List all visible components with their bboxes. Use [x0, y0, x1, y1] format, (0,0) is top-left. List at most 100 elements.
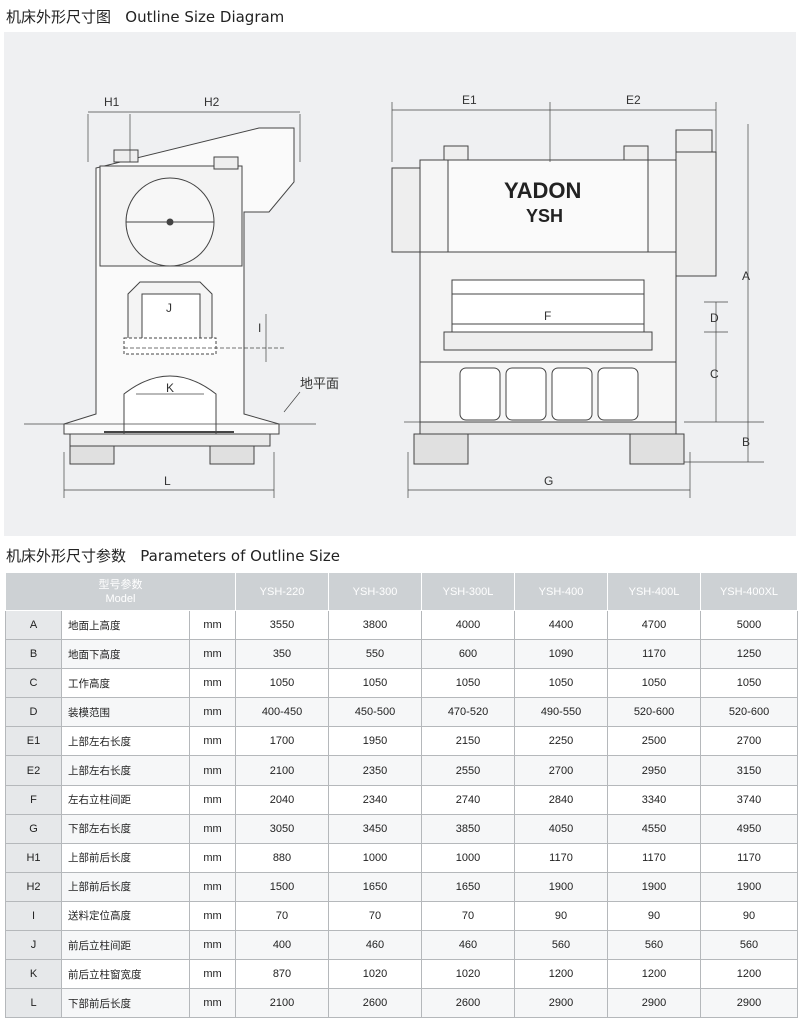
param-value: 3550	[235, 609, 329, 641]
param-code: K	[5, 959, 62, 990]
param-value: 3340	[607, 784, 701, 815]
param-name: 地面下高度	[61, 639, 190, 670]
model-column-header: YSH-300L	[421, 572, 515, 611]
label-d: D	[710, 311, 719, 325]
model-column-header: YSH-400L	[607, 572, 701, 611]
param-unit: mm	[189, 842, 236, 873]
param-unit: mm	[189, 609, 236, 641]
param-unit: mm	[189, 726, 236, 757]
model-column-header: YSH-400XL	[700, 572, 798, 611]
param-value: 1200	[700, 959, 798, 990]
param-value: 1900	[607, 871, 701, 902]
param-value: 1170	[514, 842, 608, 873]
param-value: 1900	[514, 871, 608, 902]
param-value: 2350	[328, 755, 422, 786]
param-value: 400	[235, 930, 329, 961]
param-value: 2250	[514, 726, 608, 757]
param-unit: mm	[189, 784, 236, 815]
label-g: G	[544, 474, 553, 488]
model-column-header: YSH-400	[514, 572, 608, 611]
param-value: 1050	[421, 668, 515, 699]
label-e2: E2	[626, 93, 641, 107]
param-value: 4700	[607, 609, 701, 641]
param-value: 70	[421, 900, 515, 932]
param-value: 550	[328, 639, 422, 670]
param-value: 520-600	[607, 697, 701, 728]
param-value: 2700	[514, 755, 608, 786]
side-view	[24, 111, 316, 498]
param-value: 90	[607, 900, 701, 932]
param-value: 2550	[421, 755, 515, 786]
param-value: 1170	[607, 639, 701, 670]
param-unit: mm	[189, 930, 236, 961]
param-value: 2150	[421, 726, 515, 757]
param-unit: mm	[189, 871, 236, 902]
param-code: C	[5, 668, 62, 699]
param-value: 1000	[328, 842, 422, 873]
param-value: 3850	[421, 813, 515, 844]
param-code: A	[5, 609, 62, 641]
param-value: 2700	[700, 726, 798, 757]
param-code: D	[5, 697, 62, 728]
model-column-header: YSH-300	[328, 572, 422, 611]
param-code: J	[5, 930, 62, 961]
param-value: 2840	[514, 784, 608, 815]
label-k: K	[166, 381, 174, 395]
param-value: 2600	[328, 988, 422, 1019]
param-value: 470-520	[421, 697, 515, 728]
label-c: C	[710, 367, 719, 381]
label-i: I	[258, 321, 261, 335]
param-value: 90	[700, 900, 798, 932]
label-a: A	[742, 269, 750, 283]
param-value: 520-600	[700, 697, 798, 728]
param-value: 1050	[328, 668, 422, 699]
param-value: 4550	[607, 813, 701, 844]
param-value: 3450	[328, 813, 422, 844]
label-b: B	[742, 435, 750, 449]
front-view	[391, 102, 764, 498]
param-code: E2	[5, 755, 62, 786]
param-unit: mm	[189, 639, 236, 670]
outline-diagram: H1 H2 E1 E2 J I K L G F A B C D 地平面 YADO…	[4, 32, 796, 536]
label-l: L	[164, 474, 171, 488]
param-value: 2100	[235, 988, 329, 1019]
param-value: 2900	[514, 988, 608, 1019]
param-value: 1020	[421, 959, 515, 990]
parameters-table: 型号参数 Model YSH-220 YSH-300 YSH-300L YSH-…	[5, 572, 798, 1019]
param-value: 560	[514, 930, 608, 961]
param-value: 1050	[235, 668, 329, 699]
param-value: 2950	[607, 755, 701, 786]
param-value: 1200	[607, 959, 701, 990]
param-name: 工作高度	[61, 668, 190, 699]
param-value: 2900	[700, 988, 798, 1019]
param-value: 1650	[421, 871, 515, 902]
param-value: 2100	[235, 755, 329, 786]
param-name: 左右立柱间距	[61, 784, 190, 815]
param-value: 880	[235, 842, 329, 873]
param-value: 400-450	[235, 697, 329, 728]
param-value: 870	[235, 959, 329, 990]
param-unit: mm	[189, 755, 236, 786]
param-value: 3800	[328, 609, 422, 641]
param-name: 上部左右长度	[61, 726, 190, 757]
param-value: 1200	[514, 959, 608, 990]
label-h2: H2	[204, 95, 220, 109]
param-value: 1650	[328, 871, 422, 902]
param-value: 1950	[328, 726, 422, 757]
param-value: 70	[328, 900, 422, 932]
param-code: L	[5, 988, 62, 1019]
param-value: 600	[421, 639, 515, 670]
param-code: H1	[5, 842, 62, 873]
param-value: 2040	[235, 784, 329, 815]
param-value: 460	[421, 930, 515, 961]
param-value: 1900	[700, 871, 798, 902]
label-h1: H1	[104, 95, 120, 109]
